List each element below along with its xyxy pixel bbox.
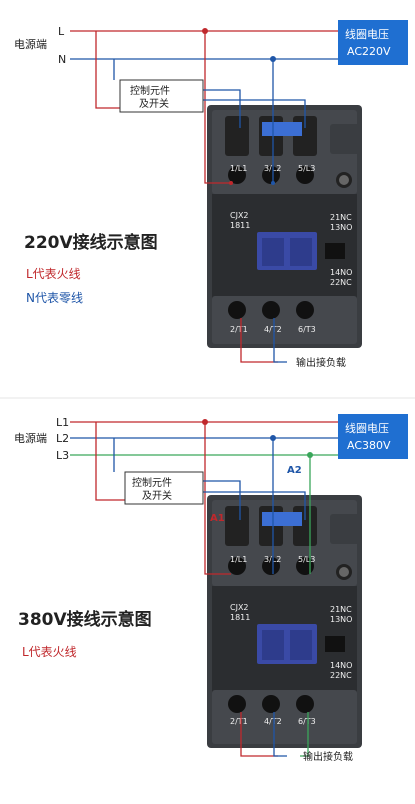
control-to-coil-A1-wire	[203, 480, 241, 520]
power-source-label: 电源端	[14, 37, 47, 51]
coil-voltage-box	[338, 20, 408, 65]
terminal-label-4-T2: 4/T2	[264, 325, 282, 334]
terminal-screw-icon	[296, 301, 314, 319]
junction-dot	[229, 181, 233, 185]
wires-380v	[70, 421, 340, 757]
junction-dot	[202, 28, 208, 34]
line-L1-label: L1	[56, 416, 69, 429]
coil-terminal-A2-label: A2	[287, 465, 302, 476]
legend-live: L代表火线	[22, 645, 77, 659]
terminal-screw-icon	[228, 301, 246, 319]
coil-terminal-bracket	[262, 512, 302, 526]
aux-contact-label: 14NO	[330, 268, 352, 277]
power-source-label: 电源端	[14, 431, 47, 445]
output-wire-T2	[273, 318, 287, 363]
control-switch-label-1: 控制元件	[130, 84, 170, 97]
junction-dot	[271, 181, 275, 185]
model-number: 1811	[230, 221, 250, 230]
contactor-bottom-section	[212, 296, 357, 344]
wires-220v	[70, 30, 340, 363]
contactor-bottom-section	[212, 690, 357, 744]
line-L2-label: L2	[56, 432, 69, 445]
coil-voltage-label: 线圈电压	[345, 421, 389, 435]
terminal-label-4-T2: 4/T2	[264, 717, 282, 726]
contactor-side-ear-right	[330, 124, 360, 154]
control-switch-label-2: 及开关	[142, 489, 172, 502]
live-to-L1-wire	[204, 31, 231, 184]
terminal-screw-icon	[228, 695, 246, 713]
junction-dot	[202, 419, 208, 425]
terminal-screw-icon	[228, 166, 246, 184]
line-L3-label: L3	[56, 449, 69, 462]
junction-dot	[270, 435, 276, 441]
coil-voltage-box	[338, 414, 408, 459]
coil-voltage-value: AC220V	[347, 45, 391, 58]
live-to-control-wire	[95, 31, 120, 109]
model-number: 1811	[230, 613, 250, 622]
coil-voltage-label: 线圈电压	[345, 27, 389, 41]
junction-dot	[307, 452, 313, 458]
control-switch-label-2: 及开关	[139, 97, 169, 110]
contactor-side-ear-right	[330, 514, 360, 544]
model-label: CJX2	[230, 603, 249, 612]
junction-dot	[270, 56, 276, 62]
diagram-title: 220V接线示意图	[24, 232, 158, 253]
control-switch-label-1: 控制元件	[132, 476, 172, 489]
aux-contact-label: 22NC	[330, 278, 352, 287]
terminal-screw-icon	[228, 557, 246, 575]
terminal-label-5-L3: 5/L3	[298, 555, 315, 564]
control-to-coil-wire	[203, 89, 241, 128]
terminal-screw-icon	[262, 166, 280, 184]
terminal-label-6-T3: 6/T3	[298, 325, 316, 334]
aux-contact-label: 13NO	[330, 223, 352, 232]
output-wire-T1	[240, 712, 278, 757]
side-screw-icon	[339, 175, 349, 185]
output-wire-T3	[300, 712, 309, 757]
status-window	[325, 636, 345, 652]
terminal-label-1-L1: 1/L1	[230, 164, 247, 173]
line-N-label: N	[58, 53, 66, 66]
model-label: CJX2	[230, 211, 249, 220]
coil-voltage-value: AC380V	[347, 439, 391, 452]
terminal-screw-icon	[296, 695, 314, 713]
terminal-label-2-T1: 2/T1	[230, 717, 248, 726]
terminal-screw-icon	[262, 301, 280, 319]
control-to-coil-A2-wire	[203, 491, 306, 520]
contactor-380v: 1/L1 3/L2 5/L3 CJX2 1811 21NC 13NO 14NO …	[207, 495, 362, 748]
terminal-screw-icon	[262, 695, 280, 713]
legend-live: L代表火线	[26, 267, 81, 281]
output-load-label: 输出接负载	[303, 750, 353, 763]
control-switch-box	[119, 79, 204, 113]
legend-neutral: N代表零线	[26, 291, 83, 305]
aux-contact-label: 14NO	[330, 661, 352, 670]
line-L-label: L	[58, 25, 65, 38]
L1-to-terminal-wire	[204, 422, 231, 575]
side-screw-icon	[339, 567, 349, 577]
coil-terminal-bracket	[262, 122, 302, 136]
terminal-label-5-L3: 5/L3	[298, 164, 315, 173]
output-load-label: 输出接负载	[296, 356, 346, 369]
coil-terminal-A1-label: A1	[210, 513, 225, 524]
output-wire-T2	[273, 712, 287, 757]
terminal-screw-icon	[262, 557, 280, 575]
control-switch-box	[124, 471, 204, 505]
diagram-380v: 1/L1 3/L2 5/L3 CJX2 1811 21NC 13NO 14NO …	[14, 414, 408, 763]
terminal-screw-icon	[296, 166, 314, 184]
aux-contact-label: 21NC	[330, 213, 352, 222]
terminal-label-1-L1: 1/L1	[230, 555, 247, 564]
L1-to-control-wire	[95, 422, 125, 501]
aux-contact-label: 13NO	[330, 615, 352, 624]
control-to-coil-wire-2	[203, 99, 306, 128]
diagram-title: 380V接线示意图	[18, 609, 152, 630]
contactor-220v: 1/L1 3/L2 5/L3 CJX2 1811 21NC 13NO 14NO …	[207, 105, 362, 348]
aux-contact-label: 21NC	[330, 605, 352, 614]
terminal-label-2-T1: 2/T1	[230, 325, 248, 334]
status-window	[325, 243, 345, 259]
terminal-label-6-T3: 6/T3	[298, 717, 316, 726]
diagram-220v: 1/L1 3/L2 5/L3 CJX2 1811 21NC 13NO 14NO …	[14, 20, 408, 369]
output-wire-T1	[240, 318, 278, 363]
aux-contact-label: 22NC	[330, 671, 352, 680]
